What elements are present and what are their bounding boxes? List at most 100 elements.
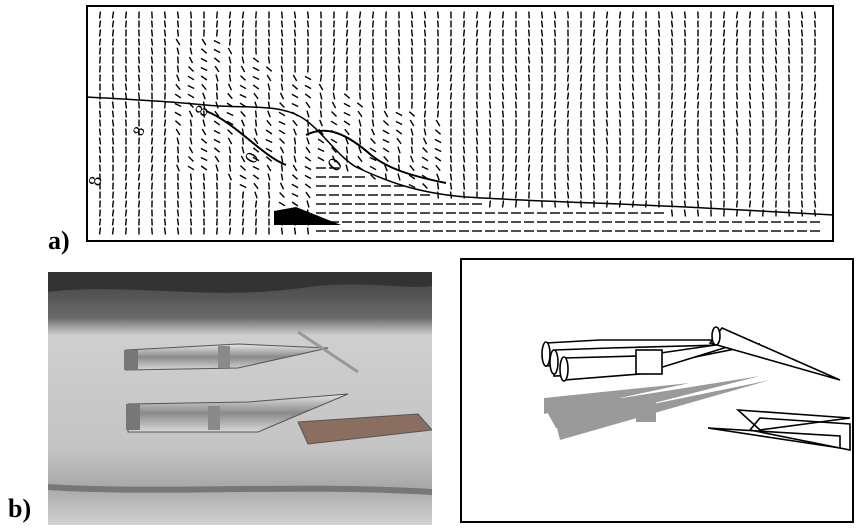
orientation-stroke <box>451 48 452 55</box>
orientation-stroke <box>282 30 283 37</box>
orientation-stroke <box>269 183 270 190</box>
orientation-stroke <box>568 93 569 100</box>
orientation-stroke <box>555 84 556 91</box>
orientation-stroke <box>633 12 634 19</box>
pipettes-sketch <box>460 258 856 524</box>
orientation-stroke <box>503 75 504 82</box>
orientation-stroke <box>321 66 322 73</box>
orientation-stroke <box>139 66 140 73</box>
orientation-stroke <box>139 147 140 154</box>
orientation-stroke <box>724 129 725 136</box>
orientation-stroke <box>607 57 608 64</box>
orientation-stroke <box>711 30 712 37</box>
orientation-stroke <box>620 138 621 145</box>
panel-a-label: a) <box>48 226 70 256</box>
orientation-stroke <box>191 129 192 136</box>
orientation-stroke <box>113 192 114 199</box>
orientation-stroke <box>503 66 504 73</box>
orientation-stroke <box>685 12 686 19</box>
orientation-stroke <box>412 66 413 73</box>
orientation-stroke <box>594 12 595 19</box>
orientation-stroke <box>100 111 101 118</box>
orientation-stroke <box>399 75 400 82</box>
orientation-stroke <box>594 147 595 154</box>
orientation-stroke <box>750 192 751 199</box>
orientation-stroke <box>295 48 296 55</box>
orientation-stroke <box>724 138 725 145</box>
orientation-stroke <box>581 75 582 82</box>
orientation-stroke <box>165 12 166 19</box>
orientation-stroke <box>750 201 751 208</box>
orientation-stroke <box>555 111 556 118</box>
orientation-stroke <box>217 93 218 100</box>
orientation-stroke <box>282 21 283 28</box>
orientation-stroke <box>698 111 699 118</box>
orientation-stroke <box>724 111 725 118</box>
orientation-stroke <box>490 12 491 19</box>
orientation-stroke <box>464 48 465 55</box>
orientation-stroke <box>386 93 387 100</box>
orientation-stroke <box>386 75 387 82</box>
orientation-stroke <box>165 147 166 154</box>
orientation-stroke <box>555 12 556 19</box>
orientation-stroke <box>503 174 504 181</box>
orientation-stroke <box>815 120 816 127</box>
orientation-stroke <box>373 111 374 118</box>
orientation-stroke <box>126 84 127 91</box>
orientation-stroke <box>776 192 777 199</box>
orientation-stroke <box>737 39 738 46</box>
orientation-stroke <box>581 192 582 199</box>
orientation-stroke <box>126 111 127 118</box>
orientation-stroke <box>802 21 803 28</box>
orientation-stroke <box>334 75 335 82</box>
orientation-stroke <box>360 21 361 28</box>
orientation-stroke <box>243 192 244 199</box>
orientation-stroke <box>152 39 153 46</box>
orientation-stroke <box>347 39 348 46</box>
orientation-stroke <box>646 201 647 208</box>
orientation-stroke <box>191 192 192 199</box>
orientation-stroke <box>646 57 647 64</box>
orientation-stroke <box>334 48 335 55</box>
orientation-stroke <box>256 201 257 208</box>
orientation-stroke <box>542 129 543 136</box>
orientation-stroke <box>321 102 322 109</box>
orientation-stroke <box>347 30 348 37</box>
orientation-stroke <box>555 192 556 199</box>
orientation-stroke <box>698 93 699 100</box>
orientation-stroke <box>529 165 530 172</box>
orientation-stroke <box>425 39 426 46</box>
orientation-stroke <box>412 138 413 145</box>
orientation-stroke <box>230 30 231 37</box>
orientation-stroke <box>672 39 673 46</box>
orientation-stroke <box>217 12 218 19</box>
orientation-stroke <box>230 66 231 73</box>
orientation-stroke <box>126 12 127 19</box>
orientation-stroke <box>594 30 595 37</box>
orientation-stroke <box>256 219 257 226</box>
orientation-stroke <box>581 201 582 208</box>
orientation-stroke <box>555 30 556 37</box>
orientation-stroke <box>672 48 673 55</box>
orientation-stroke <box>763 183 764 190</box>
orientation-stroke <box>529 30 530 37</box>
orientation-stroke <box>633 102 634 109</box>
orientation-stroke <box>542 39 543 46</box>
orientation-stroke <box>672 111 673 118</box>
orientation-stroke <box>425 30 426 37</box>
orientation-stroke <box>685 102 686 109</box>
orientation-stroke <box>529 21 530 28</box>
orientation-stroke <box>490 39 491 46</box>
orientation-stroke <box>425 12 426 19</box>
orientation-stroke <box>659 174 660 181</box>
orientation-stroke <box>542 30 543 37</box>
orientation-stroke <box>659 138 660 145</box>
orientation-stroke <box>737 147 738 154</box>
orientation-stroke <box>516 102 517 109</box>
orientation-stroke <box>100 39 101 46</box>
orientation-stroke <box>568 183 569 190</box>
orientation-stroke <box>789 12 790 19</box>
orientation-stroke <box>581 48 582 55</box>
orientation-stroke <box>516 57 517 64</box>
orientation-stroke <box>477 129 478 136</box>
